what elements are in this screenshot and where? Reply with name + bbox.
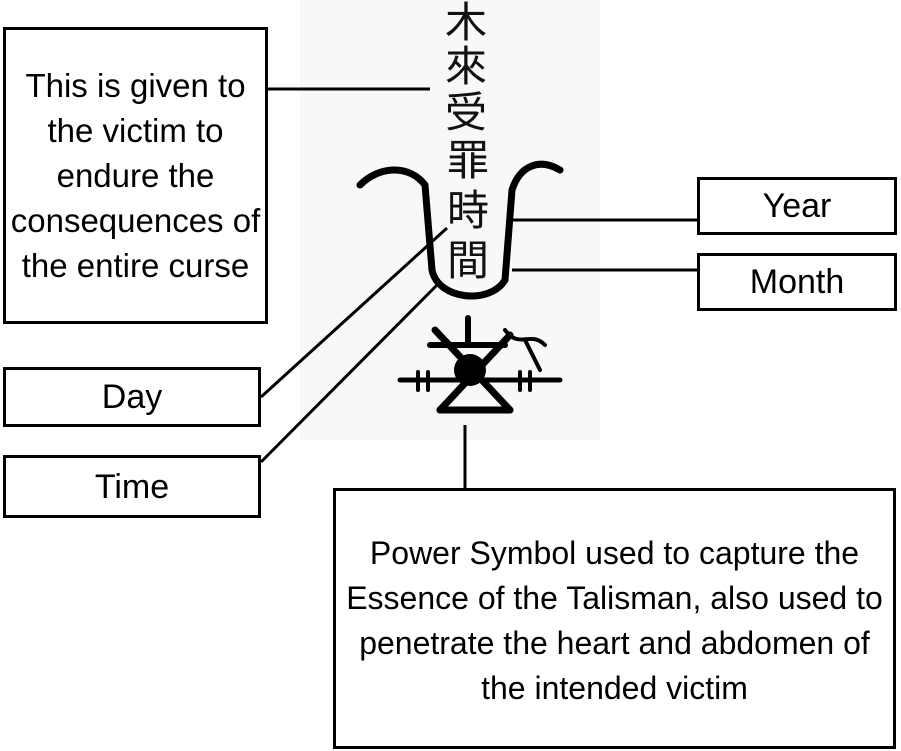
day-label-box: Day — [3, 367, 261, 427]
leader-time — [259, 280, 442, 464]
time-label: Time — [94, 467, 170, 506]
victim-label: This is given to the victim to endure th… — [10, 67, 261, 284]
talisman-glyph-4: 罪 — [447, 136, 490, 185]
power-symbol-label-box: Power Symbol used to capture the Essence… — [333, 488, 896, 749]
leader-lines — [259, 87, 697, 488]
power-symbol-label: Power Symbol used to capture the Essence… — [346, 534, 883, 706]
time-label-box: Time — [3, 455, 261, 518]
victim-label-box: This is given to the victim to endure th… — [3, 27, 268, 324]
talisman-glyph-5: 時 — [447, 186, 490, 235]
talisman-glyph-2: 來 — [445, 42, 488, 91]
month-label: Month — [749, 263, 845, 301]
year-label: Year — [762, 187, 832, 225]
day-label: Day — [101, 378, 163, 416]
talisman-glyph-1: 木 — [445, 0, 488, 47]
power-symbol-icon — [397, 315, 563, 414]
year-label-box: Year — [697, 177, 897, 235]
cup-stroke — [356, 160, 564, 300]
talisman-glyph-6: 間 — [447, 236, 490, 285]
talisman-glyph-3: 受 — [445, 88, 488, 137]
month-label-box: Month — [697, 253, 897, 311]
leader-day — [259, 226, 449, 399]
